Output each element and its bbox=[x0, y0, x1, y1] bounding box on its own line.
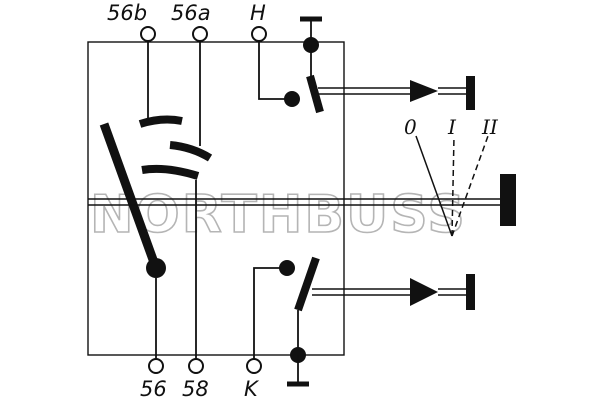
terminal-pin-k bbox=[246, 358, 262, 374]
position-label-0: 0 bbox=[404, 115, 417, 139]
terminal-label-56b: 56b bbox=[107, 1, 147, 25]
main-lever bbox=[99, 122, 161, 270]
contact-58 bbox=[141, 164, 200, 180]
upper-switch-contact bbox=[284, 91, 300, 107]
position-label-1: I bbox=[447, 115, 457, 139]
terminal-label-56a: 56a bbox=[171, 1, 211, 25]
terminal-pin-56b bbox=[140, 26, 156, 42]
terminal-label-h: H bbox=[250, 1, 266, 25]
wire-k bbox=[253, 267, 284, 359]
terminal-label-k: K bbox=[244, 377, 260, 400]
lower-switch-blade bbox=[294, 256, 320, 312]
upper-switch-blade bbox=[306, 74, 324, 114]
position-line-0 bbox=[415, 135, 453, 237]
position-label-2: II bbox=[481, 115, 499, 139]
contact-56b bbox=[138, 115, 183, 128]
position-line-1 bbox=[451, 135, 455, 237]
terminal-pin-58 bbox=[188, 358, 204, 374]
upper-stop bbox=[466, 76, 475, 110]
terminal-pin-h bbox=[251, 26, 267, 42]
terminal-label-56: 56 bbox=[140, 377, 167, 400]
terminal-pin-56 bbox=[148, 358, 164, 374]
terminal-pin-56a bbox=[192, 26, 208, 42]
upper-arrow-head bbox=[410, 80, 438, 102]
watermark: NORTHBUSS bbox=[90, 185, 467, 245]
lower-stop bbox=[466, 274, 475, 310]
position-line-2 bbox=[451, 135, 489, 237]
actuator-knob bbox=[500, 174, 516, 226]
wire-h bbox=[258, 42, 290, 100]
main-lever-pivot bbox=[146, 258, 166, 278]
terminal-label-58: 58 bbox=[182, 377, 209, 400]
contact-56a bbox=[169, 141, 213, 162]
lower-arrow-head bbox=[410, 278, 438, 306]
lower-switch-contact bbox=[279, 260, 295, 276]
